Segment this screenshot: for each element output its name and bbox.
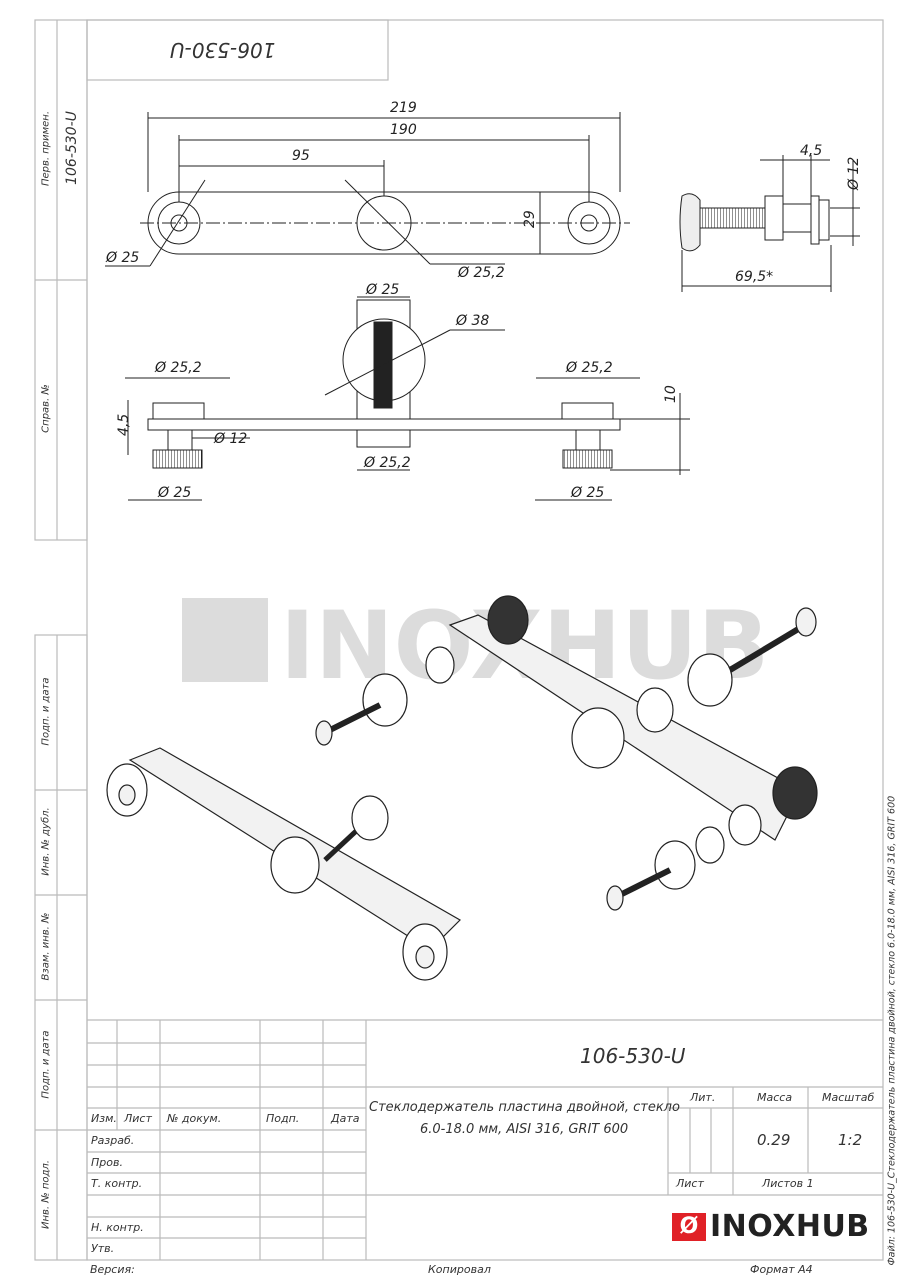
dim-half-95: 95: [292, 148, 310, 164]
sheets-label: Листов 1: [762, 1177, 814, 1190]
copied-label: Копировал: [428, 1263, 491, 1276]
dim-pin-12: Ø 12: [213, 431, 247, 447]
logo-text: INOXHUB: [710, 1209, 870, 1244]
format-label: Формат А4: [750, 1263, 813, 1276]
perv-primen-label: Перв. примен.: [40, 110, 52, 187]
dim-length-69-5: 69,5*: [735, 269, 773, 285]
header-doc: № докум.: [167, 1112, 222, 1125]
watermark-logo: INOXHUB: [182, 592, 769, 701]
dim-overall-219: 219: [390, 100, 417, 116]
dim-right-bottom-25: Ø 25: [570, 485, 604, 501]
dim-hole-25: Ø 25: [105, 250, 139, 266]
dim-thickness-4-5: 4,5: [116, 414, 132, 436]
designation: 106-530-U: [580, 1044, 686, 1068]
dim-center-top-25: Ø 25: [365, 282, 399, 298]
dim-center-bottom-25-2: Ø 25,2: [363, 455, 411, 471]
top-view: [105, 112, 630, 267]
mass-label: Масса: [757, 1091, 793, 1104]
dim-diameter-12: Ø 12: [846, 157, 862, 191]
role-prov: Пров.: [91, 1156, 123, 1169]
header-izm: Изм.: [91, 1112, 117, 1125]
header-podp: Подп.: [266, 1112, 300, 1125]
dim-left-bottom-25: Ø 25: [157, 485, 191, 501]
file-label: Файл: 106-530-U_Стеклодержатель пластина…: [886, 795, 898, 1266]
title-line-1: Стеклодержатель пластина двойной, стекло: [369, 1100, 680, 1115]
side-view: [679, 155, 860, 292]
dim-washer-4-5: 4,5: [800, 143, 822, 159]
dim-right-top-25-2: Ø 25,2: [565, 360, 613, 376]
vzam-inv-label: Взам. инв. №: [40, 912, 52, 981]
dim-disc-25-2: Ø 25,2: [457, 265, 505, 281]
role-utv: Утв.: [91, 1242, 115, 1255]
header-list: Лист: [124, 1112, 152, 1125]
isometric-view: [106, 595, 818, 981]
mass-value: 0.29: [757, 1131, 791, 1149]
scale-label: Масштаб: [822, 1091, 875, 1104]
frame-lines: [34, 19, 884, 1261]
role-t-kontr: Т. контр.: [91, 1177, 143, 1190]
inv-dubl-label: Инв. № дубл.: [40, 807, 52, 876]
dim-left-top-25-2: Ø 25,2: [154, 360, 202, 376]
title-line-2: 6.0-18.0 мм, AISI 316, GRIT 600: [420, 1122, 629, 1137]
scale-value: 1:2: [838, 1131, 863, 1149]
lit-label: Лит.: [690, 1091, 716, 1104]
top-drawing-number: 106-530-U: [170, 38, 276, 62]
sheet-label: Лист: [676, 1177, 704, 1190]
header-data: Дата: [331, 1112, 360, 1125]
inv-podl-label: Инв. № подл.: [40, 1160, 52, 1229]
front-view: [125, 296, 690, 501]
role-n-kontr: Н. контр.: [91, 1221, 144, 1234]
sprav-label: Справ. №: [40, 384, 52, 433]
perv-primen-value: 106-530-U: [64, 111, 80, 185]
inoxhub-logo: Ø INOXHUB: [672, 1209, 870, 1244]
dim-center-38: Ø 38: [455, 313, 489, 329]
podp-data-label-1: Подп. и дата: [40, 677, 52, 746]
role-razrab: Разраб.: [91, 1134, 135, 1147]
dim-centers-190: 190: [390, 122, 417, 138]
dim-height-29: 29: [522, 210, 538, 228]
podp-data-label-2: Подп. и дата: [40, 1030, 52, 1099]
logo-mark-icon: Ø: [672, 1212, 706, 1241]
version-label: Версия:: [90, 1263, 135, 1276]
dim-height-10: 10: [663, 385, 679, 403]
